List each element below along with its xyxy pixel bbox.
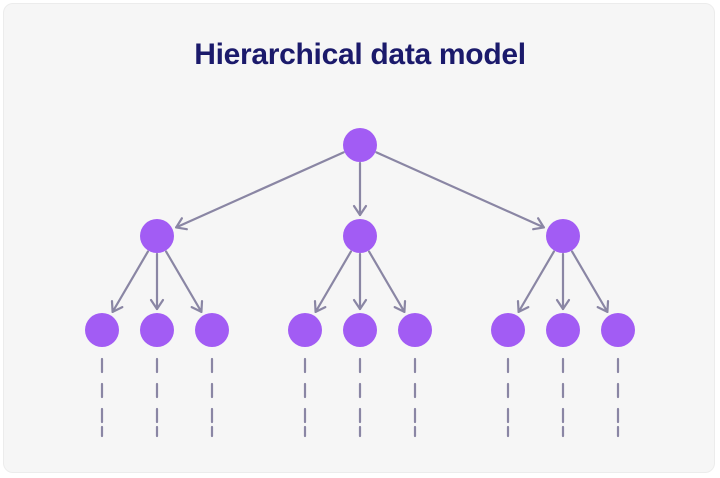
child-node-1 bbox=[140, 219, 174, 253]
leaf-node-1-2 bbox=[140, 313, 174, 347]
root-node bbox=[343, 128, 377, 162]
edge-child-2-to-leaf-3 bbox=[367, 250, 407, 313]
edge-child-3-to-leaf-2 bbox=[555, 252, 571, 311]
edge-child-2-to-leaf-2 bbox=[352, 252, 368, 311]
edge-layer bbox=[110, 151, 610, 313]
edge-child-1-to-leaf-2 bbox=[149, 252, 165, 311]
edge-root-to-child-1 bbox=[175, 151, 345, 231]
edge-child-1-to-leaf-3 bbox=[164, 250, 204, 313]
leaf-node-2-1 bbox=[288, 313, 322, 347]
edge-child-1-to-leaf-1 bbox=[110, 250, 150, 313]
continuation-layer bbox=[100, 357, 620, 438]
child-node-2 bbox=[343, 219, 377, 253]
edge-child-2-to-leaf-1 bbox=[313, 250, 353, 313]
leaf-node-3-2 bbox=[546, 313, 580, 347]
leaf-node-3-1 bbox=[491, 313, 525, 347]
diagram-title: Hierarchical data model bbox=[194, 38, 526, 71]
edge-root-to-child-3 bbox=[375, 151, 545, 231]
leaf-node-2-2 bbox=[343, 313, 377, 347]
leaf-node-2-3 bbox=[398, 313, 432, 347]
leaf-node-1-1 bbox=[85, 313, 119, 347]
node-layer bbox=[85, 128, 635, 347]
leaf-node-1-3 bbox=[195, 313, 229, 347]
leaf-node-3-3 bbox=[601, 313, 635, 347]
edge-root-to-child-2 bbox=[352, 161, 368, 217]
edge-child-3-to-leaf-1 bbox=[516, 250, 556, 313]
child-node-3 bbox=[546, 219, 580, 253]
edge-child-3-to-leaf-3 bbox=[570, 250, 610, 313]
